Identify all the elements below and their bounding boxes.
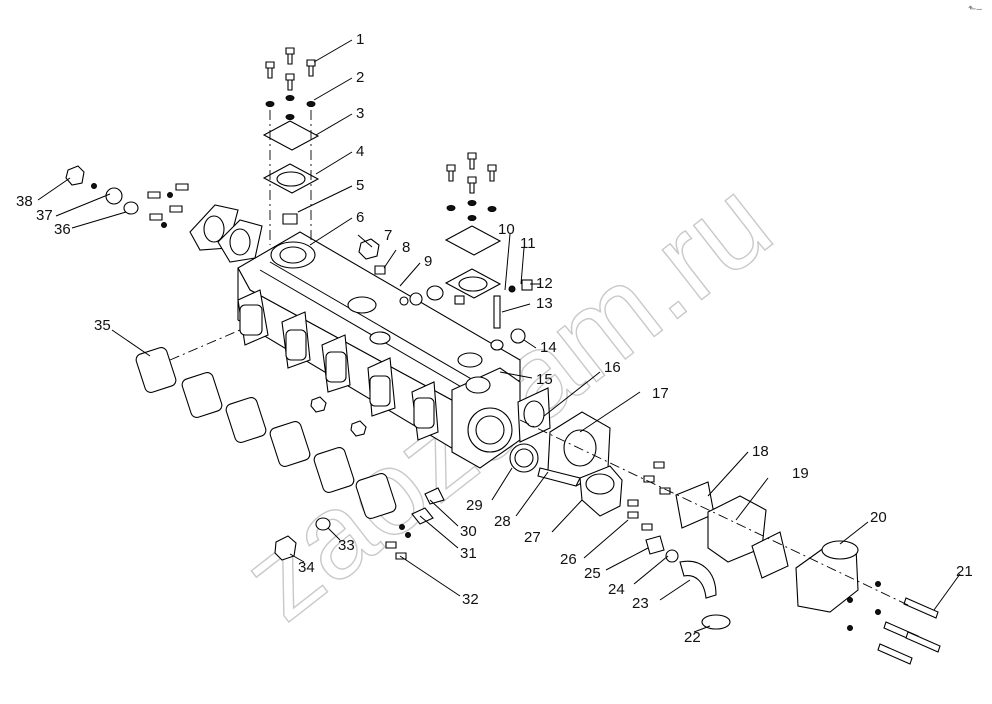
callout-37: 37: [36, 207, 53, 224]
callout-21: 21: [956, 563, 973, 580]
callout-5: 5: [356, 177, 364, 194]
plug-5: [282, 213, 298, 225]
callout-36: 36: [54, 221, 71, 238]
callout-labels: 1 2 3 4 5 6 7 8 9 10 11 12 13 14 15 16 1…: [16, 31, 973, 646]
cover-plate-3: [262, 120, 320, 151]
callout-15: 15: [536, 371, 553, 388]
callout-34: 34: [298, 559, 315, 576]
callout-8: 8: [402, 239, 410, 256]
callout-11: 11: [520, 235, 536, 252]
callout-3: 3: [356, 105, 364, 122]
callout-29: 29: [466, 497, 483, 514]
callout-27: 27: [524, 529, 541, 546]
callout-9: 9: [424, 253, 432, 270]
callout-13: 13: [536, 295, 553, 312]
callout-6: 6: [356, 209, 364, 226]
callout-23: 23: [632, 595, 649, 612]
callout-35: 35: [94, 317, 111, 334]
callout-12: 12: [536, 275, 553, 292]
callout-22: 22: [684, 629, 701, 646]
callout-26: 26: [560, 551, 577, 568]
callout-4: 4: [356, 143, 364, 160]
callout-33: 33: [338, 537, 355, 554]
callout-30: 30: [460, 523, 477, 540]
corner-mark: ⬑–: [968, 4, 982, 15]
bottom-left-parts: [274, 396, 445, 561]
callout-2: 2: [356, 69, 364, 86]
callout-32: 32: [462, 591, 479, 608]
plugs-and-washers: [358, 238, 444, 306]
callout-31: 31: [460, 545, 477, 562]
exhaust-manifold-body: [237, 231, 521, 469]
callout-25: 25: [584, 565, 601, 582]
callout-18: 18: [752, 443, 769, 460]
right-side-parts: [509, 387, 941, 665]
callout-19: 19: [792, 465, 809, 482]
callout-38: 38: [16, 193, 33, 210]
washers-2: [265, 95, 316, 120]
callout-17: 17: [652, 385, 669, 402]
callout-14: 14: [540, 339, 557, 356]
leader-lines: [37, 39, 961, 633]
callout-16: 16: [604, 359, 621, 376]
top-cover-stack: [262, 47, 320, 245]
bolt-set-1: [265, 47, 316, 91]
callout-28: 28: [494, 513, 511, 530]
callout-24: 24: [608, 581, 625, 598]
callout-10: 10: [498, 221, 515, 238]
callout-1: 1: [356, 31, 364, 48]
callout-7: 7: [384, 227, 392, 244]
left-flange-assembly: [65, 165, 263, 263]
exhaust-gaskets-35: [135, 329, 397, 519]
thermostat-cover-stack: [444, 152, 533, 351]
callout-20: 20: [870, 509, 887, 526]
